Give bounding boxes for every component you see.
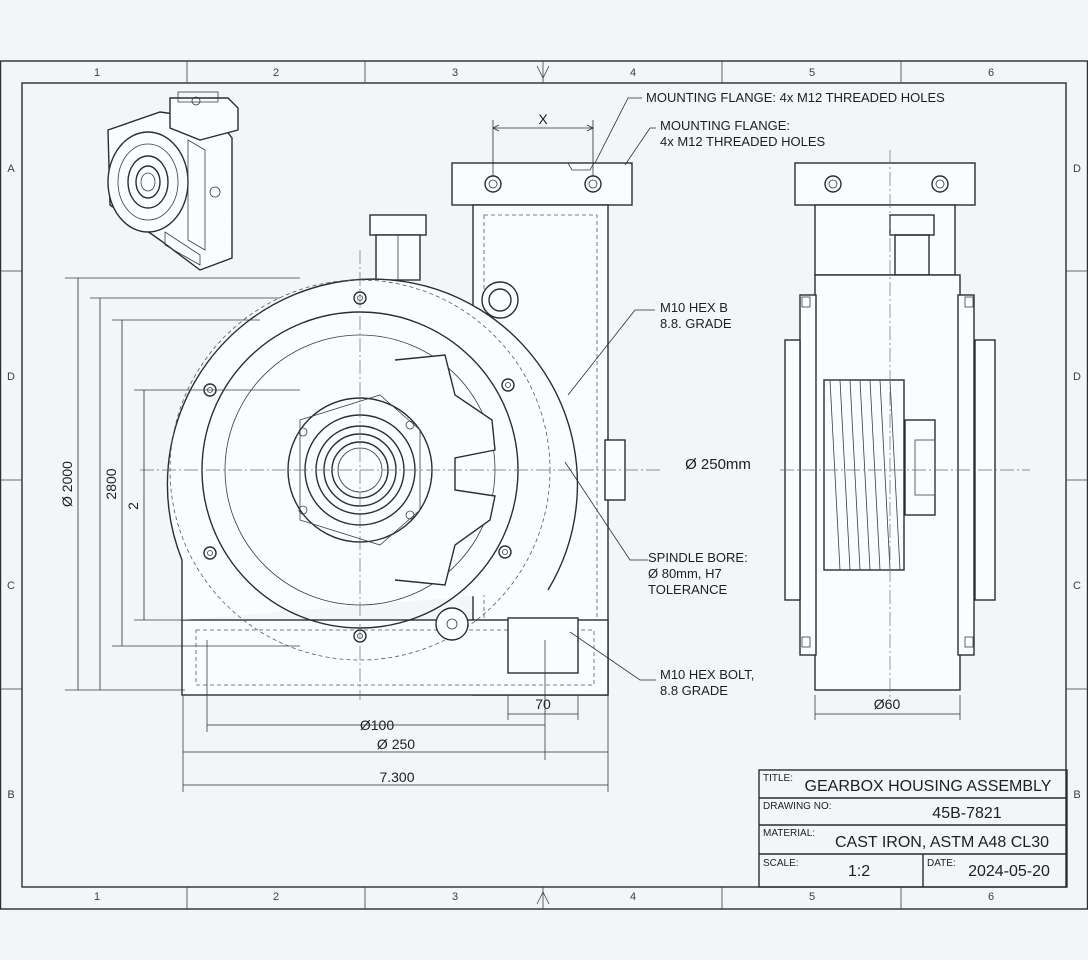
zone-col-5-top: 5: [809, 67, 815, 79]
zone-row-left-4: B: [7, 789, 14, 801]
note-flange-a: MOUNTING FLANGE: 4x M12 THREADED HOLES: [646, 90, 945, 105]
zone-col-6-bottom: 6: [988, 891, 994, 903]
isometric-view: [107, 91, 239, 271]
material-label: MATERIAL:: [763, 828, 815, 839]
dim-height-inner: 2800: [103, 468, 119, 499]
dim-70: 70: [535, 696, 551, 712]
dim-x-label: X: [538, 111, 548, 127]
scale-label: SCALE:: [763, 858, 799, 869]
zone-row-right-2: D: [1073, 371, 1081, 383]
title-block: TITLE: GEARBOX HOUSING ASSEMBLY DRAWING …: [758, 769, 1068, 888]
zone-col-1-bottom: 1: [94, 891, 100, 903]
dimension-labels: X Ø 2000 2800 2 Ø 250mm 70 Ø100 Ø 250 7.…: [59, 111, 900, 785]
zone-col-1-top: 1: [94, 67, 100, 79]
note-flange-b-line1: MOUNTING FLANGE:: [660, 118, 790, 133]
note-spindle-line1: SPINDLE BORE:: [648, 550, 748, 565]
dimension-lines: [65, 97, 961, 792]
side-view: [780, 150, 1030, 700]
zone-col-5-bottom: 5: [809, 891, 815, 903]
front-view: [140, 162, 660, 700]
zone-col-2-bottom: 2: [273, 891, 279, 903]
note-hex-bolt-line2: 8.8 GRADE: [660, 683, 728, 698]
dim-height-small: 2: [125, 502, 141, 510]
zone-row-left-2: D: [7, 371, 15, 383]
date-label: DATE:: [927, 858, 956, 869]
note-spindle-line2: Ø 80mm, H7: [648, 566, 722, 581]
zone-row-right-4: B: [1073, 789, 1080, 801]
zone-col-3-top: 3: [452, 67, 458, 79]
callout-notes: MOUNTING FLANGE: 4x M12 THREADED HOLES M…: [646, 90, 945, 698]
dim-100: Ø100: [360, 717, 394, 733]
zone-col-6-top: 6: [988, 67, 994, 79]
note-hex-b-line1: M10 HEX B: [660, 300, 728, 315]
zone-row-left-1: A: [7, 163, 15, 175]
zone-row-right-1: D: [1073, 163, 1081, 175]
zone-row-left-3: C: [7, 580, 15, 592]
note-hex-bolt-line1: M10 HEX BOLT,: [660, 667, 754, 682]
note-hex-b-line2: 8.8. GRADE: [660, 316, 732, 331]
zone-col-4-bottom: 4: [630, 891, 636, 903]
drawing-no-value: 45B-7821: [932, 805, 1001, 822]
scale-value: 1:2: [848, 863, 870, 880]
zone-col-3-bottom: 3: [452, 891, 458, 903]
dim-total-width: 7.300: [379, 769, 414, 785]
title-value: GEARBOX HOUSING ASSEMBLY: [805, 778, 1052, 795]
dim-height-outer: Ø 2000: [59, 461, 75, 507]
title-label: TITLE:: [763, 773, 793, 784]
dim-bore-diameter: Ø 250mm: [685, 456, 751, 473]
drawing-no-label: DRAWING NO:: [763, 801, 832, 812]
note-flange-b-line2: 4x M12 THREADED HOLES: [660, 134, 826, 149]
dim-250: Ø 250: [377, 736, 415, 752]
note-spindle-line3: TOLERANCE: [648, 582, 728, 597]
date-value: 2024-05-20: [968, 863, 1050, 880]
zone-col-2-top: 2: [273, 67, 279, 79]
zone-labels: 1 2 3 4 5 6 1 2 3 4 5 6 A D C B D D C B: [7, 67, 1081, 903]
zone-row-right-3: C: [1073, 580, 1081, 592]
dim-side-width: Ø60: [874, 696, 901, 712]
material-value: CAST IRON, ASTM A48 CL30: [835, 834, 1049, 851]
zone-col-4-top: 4: [630, 67, 636, 79]
